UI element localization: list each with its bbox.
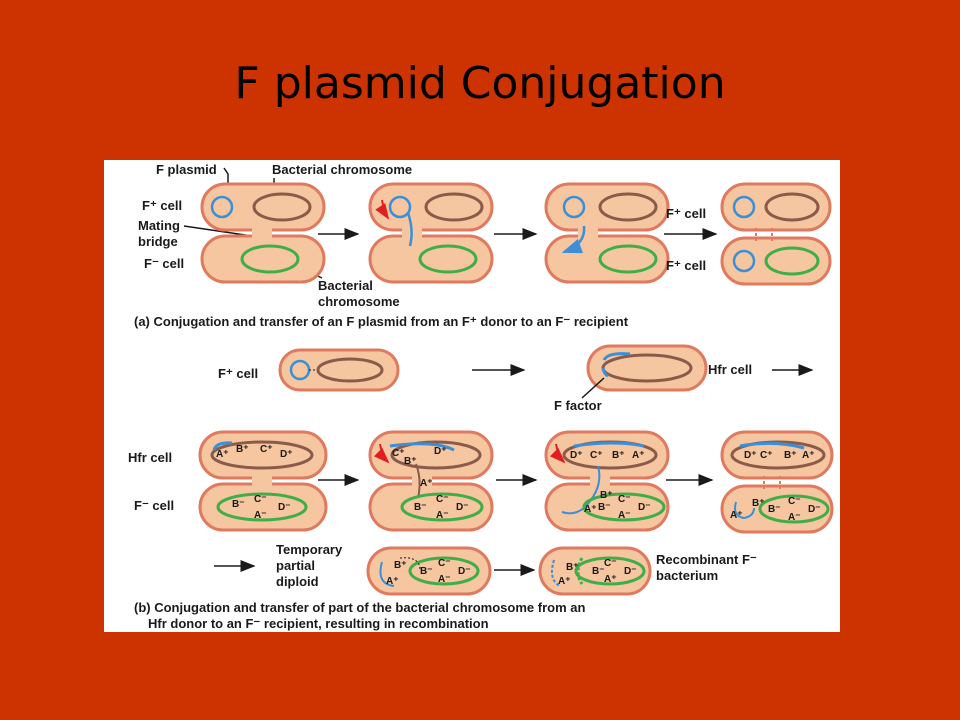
leader-line-bridge — [183, 225, 253, 237]
gene-label: B⁺ — [600, 490, 613, 501]
gene-label: A⁺ — [216, 449, 229, 460]
gene-label: B⁺ — [612, 450, 625, 461]
gene-label: C⁺ — [392, 448, 405, 459]
gene-label: C⁻ — [604, 558, 617, 569]
gene-label: A⁻ — [436, 510, 449, 521]
gene-label: D⁻ — [278, 502, 291, 513]
gene-label: B⁺ — [784, 450, 797, 461]
gene-label: B⁻ — [598, 502, 611, 513]
gene-label: B⁺ — [752, 498, 765, 509]
gene-label: C⁻ — [436, 494, 449, 505]
recombinant-cell: B⁺ A⁺ B⁻ C⁻ A⁺ D⁻ — [538, 546, 652, 596]
hfr-pair-stage-1: A⁺ B⁺ C⁺ D⁺ B⁻ C⁻ A⁻ D⁻ — [198, 430, 328, 532]
gene-label: C⁻ — [618, 494, 631, 505]
gene-label: C⁺ — [260, 444, 273, 455]
gene-label: B⁻ — [592, 566, 605, 577]
label-diploid: diploid — [276, 574, 319, 589]
gene-label: D⁺ — [280, 449, 293, 460]
label-f-factor: F factor — [554, 398, 602, 413]
panel-b-integration: F⁺ cell Hfr cell F factor — [218, 344, 814, 413]
label-mating-bridge-2: bridge — [138, 234, 178, 249]
label-f-plasmid: F plasmid — [156, 162, 217, 177]
gene-label: C⁻ — [438, 558, 451, 569]
gene-label: B⁺ — [394, 560, 407, 571]
mating-pair-stage-1 — [200, 182, 326, 284]
gene-label: A⁺ — [420, 478, 433, 489]
hfr-pair-stage-4: D⁺ C⁺ B⁺ A⁺ A⁺ B⁺ B⁻ C⁻ A⁻ D⁻ — [720, 430, 834, 534]
gene-label: D⁺ — [434, 446, 447, 457]
gene-label: C⁺ — [590, 450, 603, 461]
caption-b-line-1: (b) Conjugation and transfer of part of … — [134, 600, 585, 615]
mating-pair-stage-2 — [368, 182, 494, 284]
gene-label: B⁺ — [236, 444, 249, 455]
label-result-bottom: F⁺ cell — [666, 258, 706, 273]
gene-label: A⁺ — [386, 576, 399, 587]
label-bacterial-chromosome-bottom-2: chromosome — [318, 294, 400, 309]
hfr-pair-stage-3: D⁺ C⁺ B⁺ A⁺ B⁺ A⁺ B⁻ C⁻ A⁻ D⁻ — [544, 430, 670, 532]
gene-label: D⁺ — [570, 450, 583, 461]
gene-label: B⁺ — [566, 562, 579, 573]
label-b-f-plus-cell: F⁺ cell — [218, 366, 258, 381]
mating-pair-stage-3 — [544, 182, 670, 284]
caption-a: (a) Conjugation and transfer of an F pla… — [134, 314, 629, 329]
gene-label: A⁺ — [558, 576, 571, 587]
gene-label: D⁻ — [624, 566, 637, 577]
gene-label: A⁻ — [618, 510, 631, 521]
gene-label: C⁻ — [788, 496, 801, 507]
label-recombinant-1: Recombinant F⁻ — [656, 552, 757, 567]
gene-label: A⁺ — [584, 504, 597, 515]
label-result-top: F⁺ cell — [666, 206, 706, 221]
gene-label: B⁻ — [768, 504, 781, 515]
label-recombinant-2: bacterium — [656, 568, 718, 583]
gene-label: A⁺ — [802, 450, 815, 461]
label-b-f-minus-cell: F⁻ cell — [134, 498, 174, 513]
gene-label: C⁺ — [760, 450, 773, 461]
partial-diploid-cell: B⁺ A⁺ B⁻ C⁻ A⁻ D⁻ — [366, 546, 492, 596]
gene-label: B⁺ — [404, 456, 417, 467]
panel-b-recombination: Temporary partial diploid B⁺ A⁺ B⁻ C⁻ A⁻… — [134, 542, 757, 631]
gene-label: A⁺ — [632, 450, 645, 461]
mating-pair-stage-4 — [720, 182, 832, 286]
gene-label: D⁻ — [458, 566, 471, 577]
label-mating-bridge-1: Mating — [138, 218, 180, 233]
panel-b-mating: Hfr cell F⁻ cell A⁺ B⁺ C⁺ D⁺ B⁻ C⁻ A⁻ D⁻ — [128, 430, 834, 534]
label-bacterial-chromosome-bottom-1: Bacterial — [318, 278, 373, 293]
gene-label: B⁻ — [414, 502, 427, 513]
gene-label: D⁺ — [744, 450, 757, 461]
label-f-minus-cell: F⁻ cell — [144, 256, 184, 271]
gene-label: A⁻ — [254, 510, 267, 521]
label-temporary: Temporary — [276, 542, 343, 557]
label-f-plus-cell: F⁺ cell — [142, 198, 182, 213]
gene-label: A⁻ — [438, 574, 451, 585]
label-hfr-cell: Hfr cell — [128, 450, 172, 465]
label-hfr-cell-arrow: Hfr cell — [708, 362, 752, 377]
caption-b-line-2: Hfr donor to an F⁻ recipient, resulting … — [148, 616, 489, 631]
gene-label: D⁻ — [808, 504, 821, 515]
gene-label: C⁻ — [254, 494, 267, 505]
label-bacterial-chromosome-top: Bacterial chromosome — [272, 162, 412, 177]
conjugation-figure: F plasmid Bacterial chromosome F⁺ cell M… — [104, 160, 840, 632]
f-plus-cell-integration — [278, 348, 400, 392]
hfr-pair-stage-2: C⁺ B⁺ D⁺ A⁺ B⁻ C⁻ A⁻ D⁻ — [368, 430, 494, 532]
gene-label: D⁻ — [456, 502, 469, 513]
conjugation-diagram: F plasmid Bacterial chromosome F⁺ cell M… — [128, 162, 834, 631]
gene-label: B⁻ — [232, 499, 245, 510]
panel-a: F plasmid Bacterial chromosome F⁺ cell M… — [134, 162, 832, 329]
gene-label: D⁻ — [638, 502, 651, 513]
leader-line-f-factor — [581, 377, 605, 399]
gene-label: A⁺ — [604, 574, 617, 585]
gene-label: A⁻ — [788, 512, 801, 523]
hfr-cell-integration — [586, 344, 708, 392]
gene-label: B⁻ — [420, 566, 433, 577]
gene-label: A⁺ — [730, 510, 743, 521]
slide-title: F plasmid Conjugation — [234, 58, 726, 109]
label-partial: partial — [276, 558, 315, 573]
